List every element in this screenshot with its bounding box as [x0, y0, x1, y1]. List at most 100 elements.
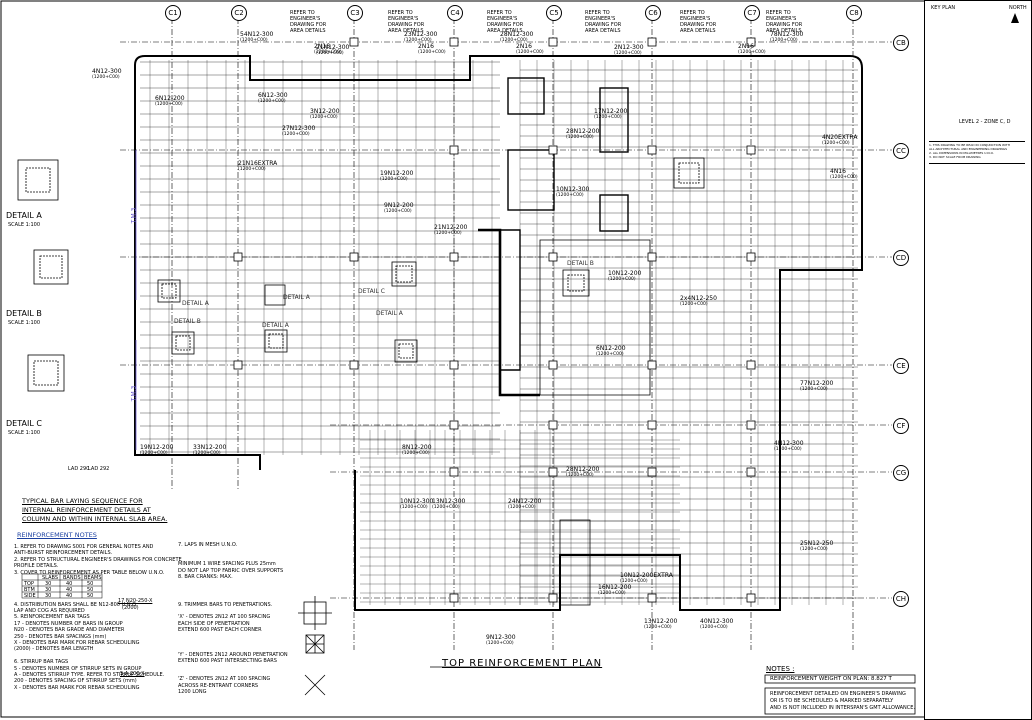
note-line: MINIMUM 1 WIRE SPACING PLUS 25mm	[178, 561, 276, 568]
notes-heading: NOTES :	[766, 665, 795, 673]
bar-tag: 6N12-200	[596, 345, 626, 352]
bar-tag: 54N12-300	[240, 31, 274, 38]
lad-label: LAD 292	[88, 466, 110, 472]
bar-length: (1200+C00)	[310, 115, 338, 120]
plan-detail-label: DETAIL A	[376, 310, 403, 317]
bar-length: (1200+C00)	[608, 277, 636, 282]
detail-c-scale: SCALE 1:100	[8, 430, 41, 436]
plan-detail-label: DETAIL C	[358, 288, 385, 295]
note-line: N20 - DENOTES BAR GRADE AND DIAMETER	[14, 627, 125, 634]
bar-tag: 16N12-200	[598, 584, 632, 591]
grid-bubble-c3: C3	[347, 5, 363, 21]
cover-table-cell: 30	[45, 587, 52, 593]
note-line: (2000) - DENOTES BAR LENGTH	[14, 646, 94, 653]
grid-bubble-c4: C4	[447, 5, 463, 21]
refer-note: REFER TO ENGINEER'S DRAWING FOR AREA DET…	[487, 10, 524, 34]
bar-length: (1200+C00)	[594, 115, 622, 120]
note-line: 6. STIRRUP BAR TAGS	[14, 659, 69, 666]
bar-length: (1200+C00)	[240, 38, 268, 43]
cover-table-cell: 30	[45, 593, 52, 599]
bar-tag: 9N12-200	[384, 202, 414, 209]
level-label: LEVEL 2 - ZONE C, D	[959, 119, 1011, 125]
bar-length: (1200+C00)	[140, 451, 168, 456]
grid-bubble-cb: CB	[893, 35, 909, 51]
bar-tag: 2N16	[314, 43, 330, 50]
note-line: 9. TRIMMER BARS TO PENETRATIONS.	[178, 602, 273, 608]
bar-length: (1200+C00)	[800, 547, 828, 552]
refer-note: REFER TO ENGINEER'S DRAWING FOR AREA DET…	[290, 10, 327, 34]
grid-bubble-c7: C7	[744, 5, 760, 21]
refer-note: REFER TO ENGINEER'S DRAWING FOR AREA DET…	[585, 10, 622, 34]
note-line: X - DENOTES BAR MARK FOR REBAR SCHEDULIN…	[14, 684, 140, 691]
cover-table-cell: 40	[66, 593, 73, 599]
bar-tag: 2N16	[418, 43, 434, 50]
bar-tag: 28N12-300	[500, 31, 534, 38]
plan-detail-label: DETAIL A	[262, 322, 289, 329]
grid-bubble-cg: CG	[893, 465, 909, 481]
legend-2: ALL ARCHITECTURAL AND ENGINEERING DRAWIN…	[929, 147, 1007, 151]
bar-length: (1200+C00)	[566, 135, 594, 140]
grid-bubble-c1: C1	[165, 5, 181, 21]
note-line: PROFILE DETAILS.	[14, 563, 59, 570]
key-plan-label: KEY PLAN	[931, 5, 956, 11]
plan-detail-label: DETAIL A	[283, 294, 310, 301]
cover-table-cell: 50	[87, 587, 94, 593]
note-line: EXTEND 600 PAST EACH CORNER	[178, 626, 262, 633]
detail-b-scale: SCALE 1:100	[8, 320, 41, 326]
grid-bubble-c2: C2	[231, 5, 247, 21]
bar-length: (1200+C00)	[774, 447, 802, 452]
note-line: DO NOT LAP TOP FABRIC OVER SUPPORTS	[178, 567, 284, 574]
bar-tag: 13N12-200	[644, 618, 678, 625]
plan-detail-label: DETAIL B	[567, 260, 594, 267]
bar-tag: 4N12-300	[774, 440, 804, 447]
bar-length: (1200+C00)	[92, 75, 120, 80]
note-line: 7. LAPS IN MESH U.N.O.	[178, 542, 238, 548]
note-line: 5. REINFORCEMENT BAR TAGS	[14, 614, 90, 621]
bar-length: (1200+C00)	[700, 625, 728, 630]
bar-length: (1200+C00)	[193, 451, 221, 456]
bar-length: (1200+C00)	[620, 579, 648, 584]
cover-table-cell: TOP	[24, 581, 35, 587]
note-line: LAP AND COG AS REQUIRED	[14, 608, 85, 614]
bar-tag: 13N12-300	[432, 498, 466, 505]
bar-tag: 8N12-200	[402, 444, 432, 451]
grid-bubble-ce: CE	[893, 358, 909, 374]
bar-length: (1200+C00)	[432, 505, 460, 510]
grid-bubble-c6: C6	[645, 5, 661, 21]
excl-note-1: REINFORCEMENT DETAILED ON ENGINEER'S DRA…	[770, 691, 906, 697]
legend-4: 3. DO NOT SCALE FROM DRAWING	[929, 155, 981, 159]
bar-length: (1200+C00)	[500, 38, 528, 43]
bar-length: (1200+C00)	[404, 38, 432, 43]
legend-3: 2. ALL DIMENSIONS IN MILLIMETRES U.N.O.	[929, 151, 994, 155]
detail-a-scale: SCALE 1:100	[8, 222, 41, 228]
cover-table-cell: 40	[66, 581, 73, 587]
cover-table-cell: 40	[66, 587, 73, 593]
note-line: 5 - DENOTES NUMBER OF STIRRUP SETS IN GR…	[14, 665, 142, 672]
cover-table-cell: BTM	[24, 587, 35, 593]
grid-bubble-cd: CD	[893, 250, 909, 266]
bar-tag: 4N20EXTRA	[822, 134, 858, 141]
bar-tag: 19N12-200	[380, 170, 414, 177]
bar-tag: 2N16	[738, 43, 754, 50]
bar-length: (1200+C00)	[598, 591, 626, 596]
note-line: 1. REFER TO DRAWING S001 FOR GENERAL NOT…	[14, 544, 154, 550]
bar-tag: 10N12-200EXTRA	[620, 572, 673, 579]
bar-tag: 25N12-250	[800, 540, 834, 547]
tm3-label: T.M.3	[130, 385, 138, 402]
detail-b-caption: DETAIL B	[6, 309, 42, 318]
bar-tag: 28N12-200	[566, 466, 600, 473]
bar-tag: 77N12-200	[800, 380, 834, 387]
bar-tag: 2N12-300	[614, 44, 644, 51]
note-line: 'Z' - DENOTES 2N12 AT 100 SPACING	[178, 676, 271, 683]
bar-length: (1200+C00)	[418, 50, 446, 55]
bar-tag: 6N12-300	[258, 92, 288, 99]
bar-length: (1200+C00)	[680, 302, 708, 307]
grid-bubble-cc: CC	[893, 143, 909, 159]
note-line: 1200 LONG	[178, 688, 207, 695]
north-label: NORTH	[1009, 5, 1027, 11]
bar-tag: 40N12-300	[700, 618, 734, 625]
bar-length: (1200+C00)	[556, 193, 584, 198]
drawing-title: TOP REINFORCEMENT PLAN	[442, 658, 603, 669]
weight-note: REINFORCEMENT WEIGHT ON PLAN: 8.827 T	[770, 676, 892, 682]
